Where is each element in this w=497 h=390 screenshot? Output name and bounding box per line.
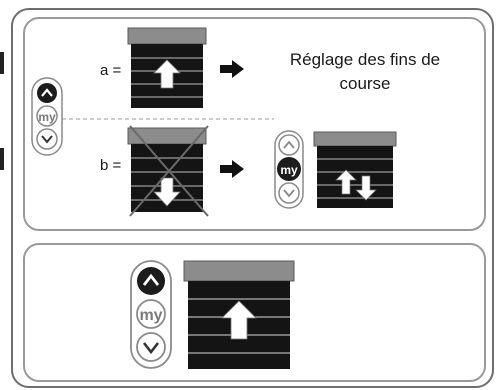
remote-my-active: my: [274, 130, 304, 209]
down-button[interactable]: [36, 128, 58, 150]
chevron-up-icon: [283, 140, 295, 149]
arrow-right-icon: [220, 60, 244, 78]
arrow-right-icon-2: [220, 160, 244, 178]
chevron-down-icon: [283, 189, 295, 198]
blind-down-crossed: [127, 125, 209, 217]
result-text: Réglage des fins de course: [289, 50, 441, 93]
my-button-label: my: [139, 307, 162, 324]
my-button[interactable]: my: [136, 299, 166, 329]
arrow-up-icon: [221, 300, 257, 340]
outer-frame: [11, 8, 494, 388]
up-button[interactable]: [278, 134, 300, 156]
up-button[interactable]: [137, 267, 165, 295]
remote-small: my: [31, 77, 63, 156]
chevron-up-icon: [41, 88, 53, 97]
remote-large: my: [130, 260, 172, 369]
step-separator: [62, 118, 274, 120]
blind-up-down: [313, 131, 397, 208]
chevron-down-icon: [41, 135, 53, 144]
arrow-up-icon: [335, 169, 357, 195]
chevron-down-icon: [142, 342, 160, 355]
arrow-down-icon: [355, 175, 377, 201]
my-button[interactable]: my: [277, 157, 301, 181]
down-button[interactable]: [136, 332, 166, 362]
arrow-down-icon: [153, 177, 181, 207]
left-tick-top: [0, 52, 4, 74]
down-button[interactable]: [278, 182, 300, 204]
blind-up: [127, 27, 207, 108]
blind-up-large: [183, 260, 295, 369]
my-button-label: my: [280, 163, 298, 177]
chevron-up-icon: [142, 273, 160, 286]
top-panel: [23, 17, 486, 231]
my-button-label: my: [38, 110, 56, 124]
arrow-up-icon: [153, 59, 181, 89]
left-tick-bottom: [0, 148, 4, 170]
step-b-label: b =: [100, 157, 122, 174]
step-a-label: a =: [100, 62, 122, 79]
my-button[interactable]: my: [36, 105, 58, 127]
cross-icon: [129, 125, 209, 217]
up-button[interactable]: [37, 83, 57, 103]
